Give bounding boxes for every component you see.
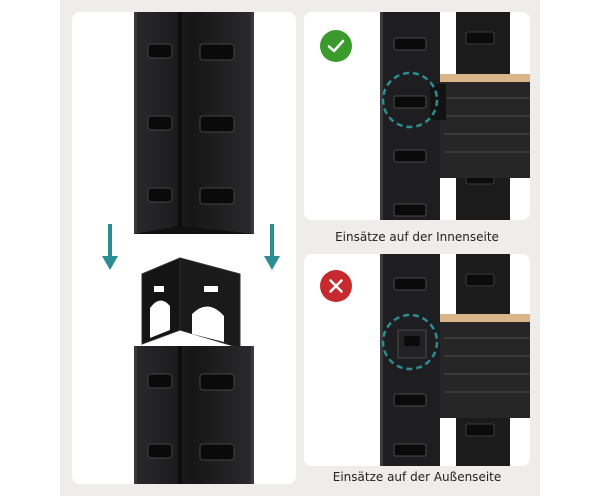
inside-insert-caption: Einsätze auf der Innenseite (335, 230, 499, 244)
wrong-example-panel (304, 254, 530, 466)
outside-insert-caption: Einsätze auf der Außenseite (332, 470, 502, 484)
highlight-circle (381, 313, 439, 371)
x-circle-icon (320, 270, 352, 302)
check-circle-icon (320, 30, 352, 62)
lower-post (134, 346, 254, 484)
upper-post (134, 12, 254, 234)
post-assembly-illustration (102, 12, 280, 484)
outside-insert-illustration (304, 254, 530, 466)
correct-example-panel (304, 12, 530, 220)
highlight-circle (381, 71, 439, 129)
down-arrow-icon (264, 224, 280, 270)
post-connector-insert (141, 257, 241, 349)
product-image-canvas: Einsätze auf der Innenseite (60, 0, 540, 496)
down-arrow-icon (102, 224, 118, 270)
post-assembly-panel (72, 12, 296, 484)
